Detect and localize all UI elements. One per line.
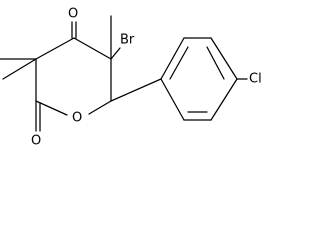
atom-label-o-lactone: O [31,134,41,149]
bond-c3-methyl-lower [2,58,37,80]
bond-ar-inner-1 [169,46,189,80]
bond-ar-6-1 [160,78,185,121]
bond-c5-br [110,47,121,60]
bond-ar-inner-2 [206,46,225,80]
bond-ar-4-5 [210,78,238,121]
bond-c6-phenyl [110,78,162,102]
bond-c4-c3 [35,37,75,60]
atom-label-o-ring: O [72,111,82,126]
molecule-structure-diagram: O Br O O Cl [0,7,262,149]
atom-label-cl: Cl [249,72,262,87]
atom-label-br: Br [120,33,135,48]
bond-ar-3-4 [210,37,238,80]
bond-c6-o-ring [88,100,112,115]
atom-label-o-ketone: O [68,7,78,22]
bond-o-ring-c2 [35,100,68,116]
bond-ar-1-2 [160,37,185,80]
bond-c4-c5 [73,37,112,60]
